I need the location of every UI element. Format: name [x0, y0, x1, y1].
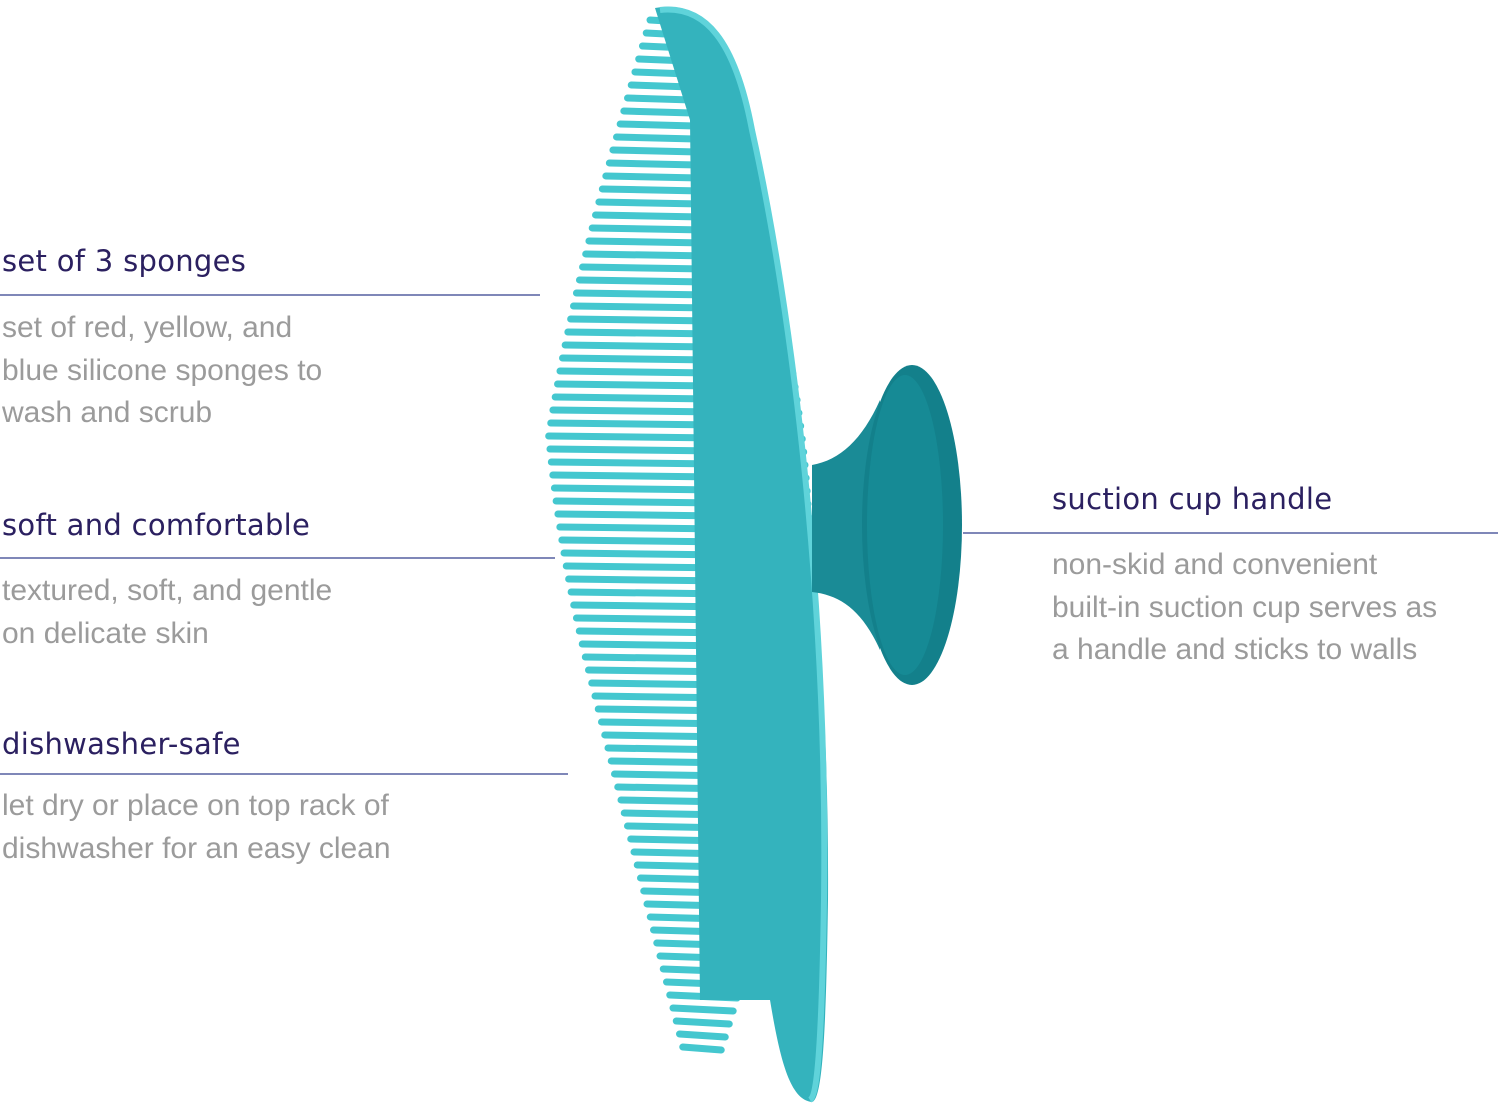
feature-desc-soft: textured, soft, and gentle on delicate s…: [2, 570, 332, 655]
sponge-rim: [659, 6, 828, 1103]
desc-line: built-in suction cup serves as: [1052, 590, 1438, 624]
bristle-row: [676, 1030, 729, 1041]
callout-line-sponges: [0, 294, 540, 296]
callout-line-handle: [963, 532, 1498, 534]
bristle-row: [672, 1017, 733, 1028]
desc-line: on delicate skin: [2, 616, 209, 650]
suction-cup-highlight: [867, 375, 943, 675]
desc-line: set of red, yellow, and: [2, 311, 293, 344]
feature-title-handle: suction cup handle: [1052, 482, 1333, 516]
desc-line: a handle and sticks to walls: [1052, 633, 1418, 666]
desc-line: wash and scrub: [2, 396, 213, 429]
feature-title-dishwasher: dishwasher-safe: [2, 727, 241, 761]
feature-title-soft: soft and comfortable: [2, 508, 311, 542]
desc-line: let dry or place on top rack of: [2, 789, 389, 822]
feature-desc-dishwasher: let dry or place on top rack of dishwash…: [2, 785, 391, 870]
desc-line: dishwasher for an easy clean: [2, 831, 391, 865]
feature-title-sponges: set of 3 sponges: [2, 244, 247, 278]
sponge-back-plate: [655, 6, 829, 1103]
feature-desc-handle: non-skid and convenient built-in suction…: [1052, 544, 1437, 672]
bristle-row: [679, 1043, 725, 1054]
desc-line: blue silicone sponges to: [2, 353, 323, 387]
feature-desc-sponges: set of red, yellow, and blue silicone sp…: [2, 307, 322, 435]
desc-line: textured, soft, and gentle: [2, 574, 333, 607]
suction-cup-neck: [812, 400, 880, 650]
desc-line: non-skid and convenient: [1052, 548, 1378, 581]
callout-line-soft: [0, 557, 555, 559]
callout-line-dishwasher: [0, 773, 568, 775]
bristle-row: [669, 1004, 737, 1015]
